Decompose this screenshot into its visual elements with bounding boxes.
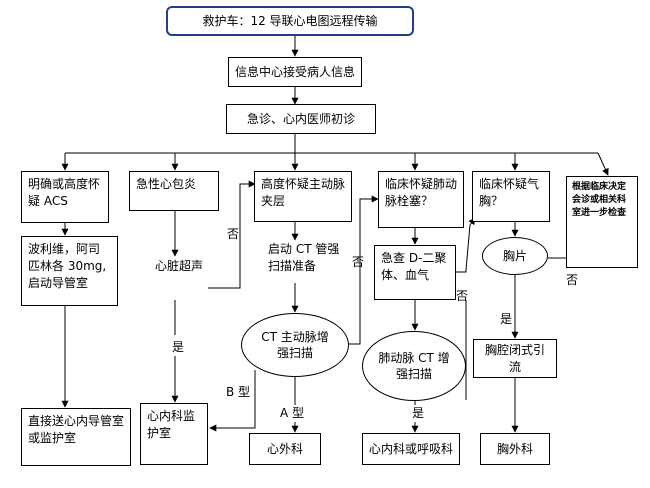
acs-label: 明确或高度怀疑 ACS <box>28 177 101 208</box>
edge-ctaorta-pe <box>347 195 379 345</box>
emergency-label: 急诊、心内医师初诊 <box>246 111 355 126</box>
resp-node: 心内科或呼吸科 <box>362 433 460 465</box>
other-label: 根据临床决定会诊或相关科室进一步检查 <box>572 182 627 218</box>
pneumothorax-label: 临床怀疑气胸？ <box>479 177 540 208</box>
tamponade-text: 心脏超声 <box>155 258 205 275</box>
no-label-pneumo: 否 <box>456 289 469 303</box>
ddimer-label: 急查 D-二聚体、血气 <box>381 251 447 282</box>
thoracic-node: 胸外科 <box>480 433 550 465</box>
yes-label-drainage: 是 <box>500 311 513 328</box>
ambulance-label: 救护车：12 导联心电图远程传输 <box>202 13 378 28</box>
pe-label: 临床怀疑肺动脉栓塞？ <box>385 177 458 208</box>
ddimer-node: 急查 D-二聚体、血气 <box>374 245 456 300</box>
surgery-node: 心外科 <box>249 433 321 465</box>
no-label-other: 否 <box>566 273 579 287</box>
pe-ct-node: 肺动脉 CT 增强扫描 <box>362 331 466 401</box>
chest-film-node: 胸片 <box>482 237 548 275</box>
info-center-label: 信息中心接受病人信息 <box>235 64 356 79</box>
meds-node: 波利维，阿司匹林各 30mg,启动导管室 <box>21 236 118 306</box>
drainage-label: 胸腔闭式引流 <box>484 342 545 374</box>
ambulance-node: 救护车：12 导联心电图远程传输 <box>166 6 414 36</box>
pe-node: 临床怀疑肺动脉栓塞？ <box>378 171 464 228</box>
emergency-node: 急诊、心内医师初诊 <box>226 104 376 134</box>
yes-label-resp: 是 <box>412 405 425 422</box>
tamponade-label: 心脏超声 <box>155 259 204 273</box>
pericarditis-node: 急性心包炎 <box>129 171 219 211</box>
edge-bus-other <box>597 152 609 176</box>
pneumothorax-node: 临床怀疑气胸？ <box>472 171 550 222</box>
meds-label: 波利维，阿司匹林各 30mg,启动导管室 <box>28 242 107 290</box>
type-b-label: B 型 <box>226 384 251 401</box>
acs-node: 明确或高度怀疑 ACS <box>21 171 109 223</box>
drainage-node: 胸腔闭式引流 <box>473 339 557 378</box>
no-label-pe: 否 <box>352 255 365 269</box>
ctstart-label: 启动 CT 管强扫描准备 <box>268 242 340 273</box>
surgery-label: 心外科 <box>266 441 303 456</box>
pericarditis-label: 急性心包炎 <box>136 177 197 191</box>
chest-film-label: 胸片 <box>502 249 527 263</box>
cath-lab-node: 直接送心内导管室或监护室 <box>21 408 131 466</box>
ct-aorta-label: CT 主动脉增强扫描 <box>261 330 329 360</box>
no-label-dissection: 否 <box>227 227 240 241</box>
ccu-label: 心内科监护室 <box>147 409 196 440</box>
type-a-label: A 型 <box>280 405 305 422</box>
dissection-node: 高度怀疑主动脉夹层 <box>254 171 352 222</box>
resp-label: 心内科或呼吸科 <box>369 441 454 456</box>
ct-aorta-node: CT 主动脉增强扫描 <box>241 313 349 377</box>
dissection-label: 高度怀疑主动脉夹层 <box>261 177 346 208</box>
ccu-node: 心内科监护室 <box>140 403 208 465</box>
thoracic-label: 胸外科 <box>496 441 533 456</box>
info-center-node: 信息中心接受病人信息 <box>228 57 362 87</box>
edge-ctaorta-ccu <box>209 370 256 432</box>
edge-tamponade-no <box>208 180 256 289</box>
other-node: 根据临床决定会诊或相关科室进一步检查 <box>566 176 638 268</box>
cath-lab-label: 直接送心内导管室或监护室 <box>28 414 125 445</box>
pe-ct-label: 肺动脉 CT 增强扫描 <box>378 351 450 381</box>
ctstart-text: 启动 CT 管强扫描准备 <box>268 241 348 275</box>
yes-label-ccu: 是 <box>172 339 185 356</box>
edge-ddimer-pneumo <box>456 217 476 273</box>
